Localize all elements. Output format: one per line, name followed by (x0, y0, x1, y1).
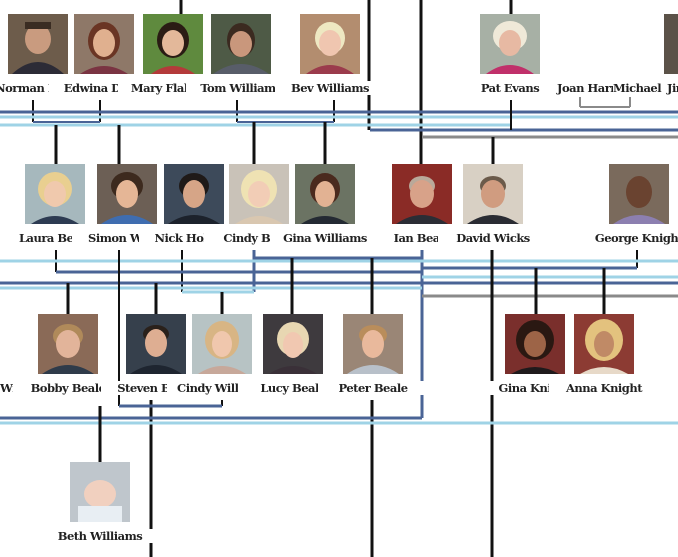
person-jim[interactable] (649, 14, 678, 118)
portrait-cindy-williams (192, 314, 252, 374)
person-peter-beale[interactable]: Peter Beale (318, 314, 428, 418)
portrait-cindy-beale (229, 164, 289, 224)
portrait-laura-beale (25, 164, 85, 224)
person-norman-dunn[interactable]: Norman Dunn (0, 14, 93, 118)
portrait-ian-beale (392, 164, 452, 224)
person-pat-evans[interactable]: Pat Evans (455, 14, 565, 118)
portrait-steven-beale (126, 314, 186, 374)
name-joan-harris[interactable]: Joan Harris (557, 81, 626, 95)
name-michael[interactable]: Michael (613, 81, 662, 95)
portrait-jim (664, 14, 678, 74)
portrait-bev-williams (300, 14, 360, 74)
person-simon-wicks[interactable]: Simon Wicks (72, 164, 182, 268)
portrait-norman-dunn (8, 14, 68, 74)
portrait-pat-evans (480, 14, 540, 74)
portrait-george-knight (609, 164, 669, 224)
person-george-knight[interactable]: George Knight (584, 164, 678, 268)
person-cindy-beale[interactable]: Cindy Beale (204, 164, 314, 268)
portrait-mary-flaherty (143, 14, 203, 74)
portrait-simon-wicks (97, 164, 157, 224)
name-beth-williams: Beth Williams (45, 529, 155, 543)
portrait-nick-holland (164, 164, 224, 224)
portrait-gina-williams (295, 164, 355, 224)
name-george-knight: George Knight (584, 231, 678, 245)
name-bobby-beale: Bobby Beale (13, 381, 123, 395)
portrait-lucy-beale (263, 314, 323, 374)
portrait-david-wicks (463, 164, 523, 224)
person-ian-beale[interactable]: Ian Beale (367, 164, 477, 268)
portrait-beth-williams (70, 462, 130, 522)
person-david-wicks[interactable]: David Wicks (438, 164, 548, 268)
person-bobby-beale[interactable]: Bobby Beale (13, 314, 123, 418)
person-gina-williams[interactable]: Gina Williams (270, 164, 380, 268)
portrait-anna-knight (574, 314, 634, 374)
portrait-edwina-dunn (74, 14, 134, 74)
name-anna-knight: Anna Knight (549, 381, 659, 395)
name-pat-evans: Pat Evans (455, 81, 565, 95)
name-tom-williams: Tom Williams (186, 81, 296, 95)
name-jim[interactable]: Jim (667, 81, 678, 95)
person-anna-knight[interactable]: Anna Knight (549, 314, 659, 418)
person-edwina-dunn[interactable]: Edwina Dunn (49, 14, 159, 118)
portrait-gina-knight (505, 314, 565, 374)
person-lucy-beale[interactable]: Lucy Beale (238, 314, 348, 418)
name-david-wicks: David Wicks (438, 231, 548, 245)
portrait-tom-williams (211, 14, 271, 74)
name-peter-beale: Peter Beale (318, 381, 428, 395)
person-tom-williams[interactable]: Tom Williams (186, 14, 296, 118)
name-gina-williams: Gina Williams (270, 231, 380, 245)
name-bev-williams: Bev Williams (275, 81, 385, 95)
portrait-peter-beale (343, 314, 403, 374)
person-steven-beale[interactable]: Steven Beale (101, 314, 211, 418)
person-beth-williams[interactable]: Beth Williams (45, 462, 155, 557)
person-bev-williams[interactable]: Bev Williams (275, 14, 385, 118)
portrait-bobby-beale (38, 314, 98, 374)
